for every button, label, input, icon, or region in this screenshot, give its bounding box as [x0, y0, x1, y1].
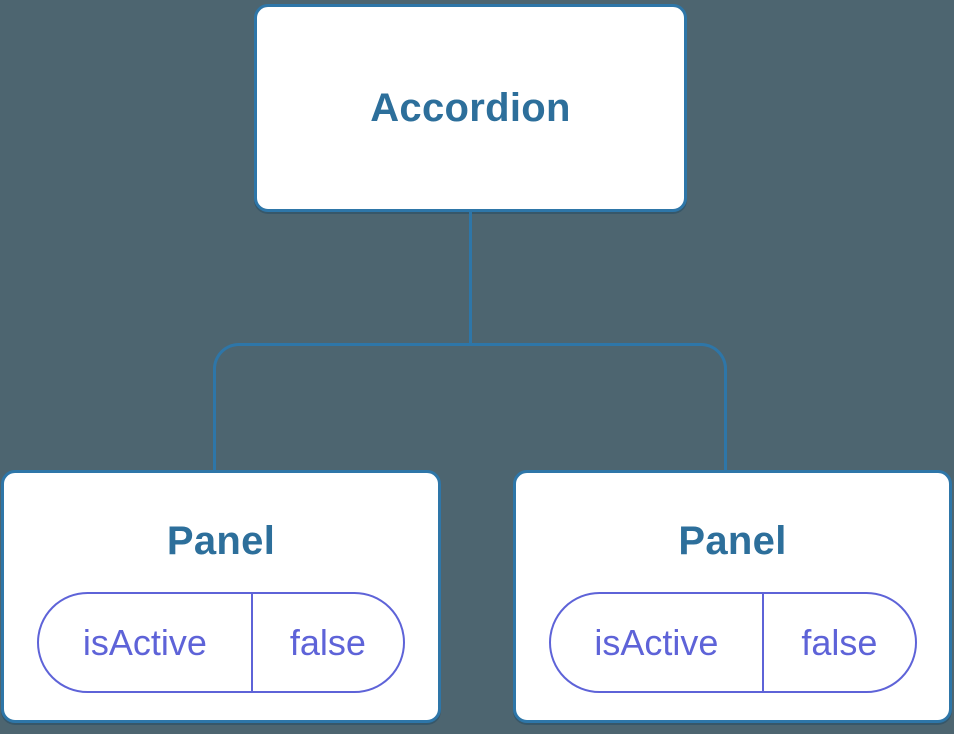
panel-left-label: Panel [166, 519, 276, 563]
tree-node-accordion: Accordion [254, 4, 687, 212]
panel-right-label: Panel [678, 519, 787, 563]
panel-right-state-key: isActive [594, 621, 719, 663]
connector-branch-bracket [213, 343, 727, 470]
accordion-node-label: Accordion [370, 86, 571, 130]
panel-left-state-key: isActive [82, 621, 207, 663]
tree-node-panel-right: Panel isActive false [513, 470, 952, 723]
panel-right-state-value: false [762, 594, 914, 691]
panel-left-state-pill: isActive false [37, 592, 405, 693]
tree-node-panel-left: Panel isActive false [1, 470, 441, 723]
panel-left-state-value: false [250, 594, 403, 691]
panel-right-state-pill: isActive false [548, 592, 917, 693]
connector-stem-line [468, 212, 472, 345]
